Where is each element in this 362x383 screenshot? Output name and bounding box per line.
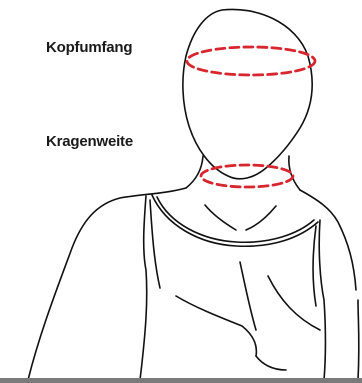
shirt-right-armhole	[313, 226, 316, 306]
collarbone-right	[246, 206, 276, 230]
shirt-left-strap	[140, 196, 147, 380]
head-circumference-marker	[187, 47, 315, 75]
right-body-line	[358, 300, 359, 380]
head-circumference-label: Kopfumfang	[46, 39, 132, 56]
neck-left-line	[186, 156, 203, 188]
chest-left	[176, 296, 256, 356]
left-shoulder-line	[28, 188, 186, 380]
bottom-bar	[0, 378, 362, 383]
head-outline	[183, 9, 312, 178]
collar-size-label: Kragenweite	[46, 133, 133, 150]
sternum-line	[240, 262, 256, 330]
collarbone-left	[205, 205, 236, 230]
chest-right	[268, 276, 320, 330]
shirt-left-armhole	[150, 200, 160, 288]
chest-line-lower	[256, 356, 286, 370]
collar-size-marker	[201, 165, 293, 187]
shirt-neckline-inner	[157, 197, 314, 242]
right-shoulder-line	[300, 190, 356, 290]
shirt-right-strap	[319, 220, 325, 380]
